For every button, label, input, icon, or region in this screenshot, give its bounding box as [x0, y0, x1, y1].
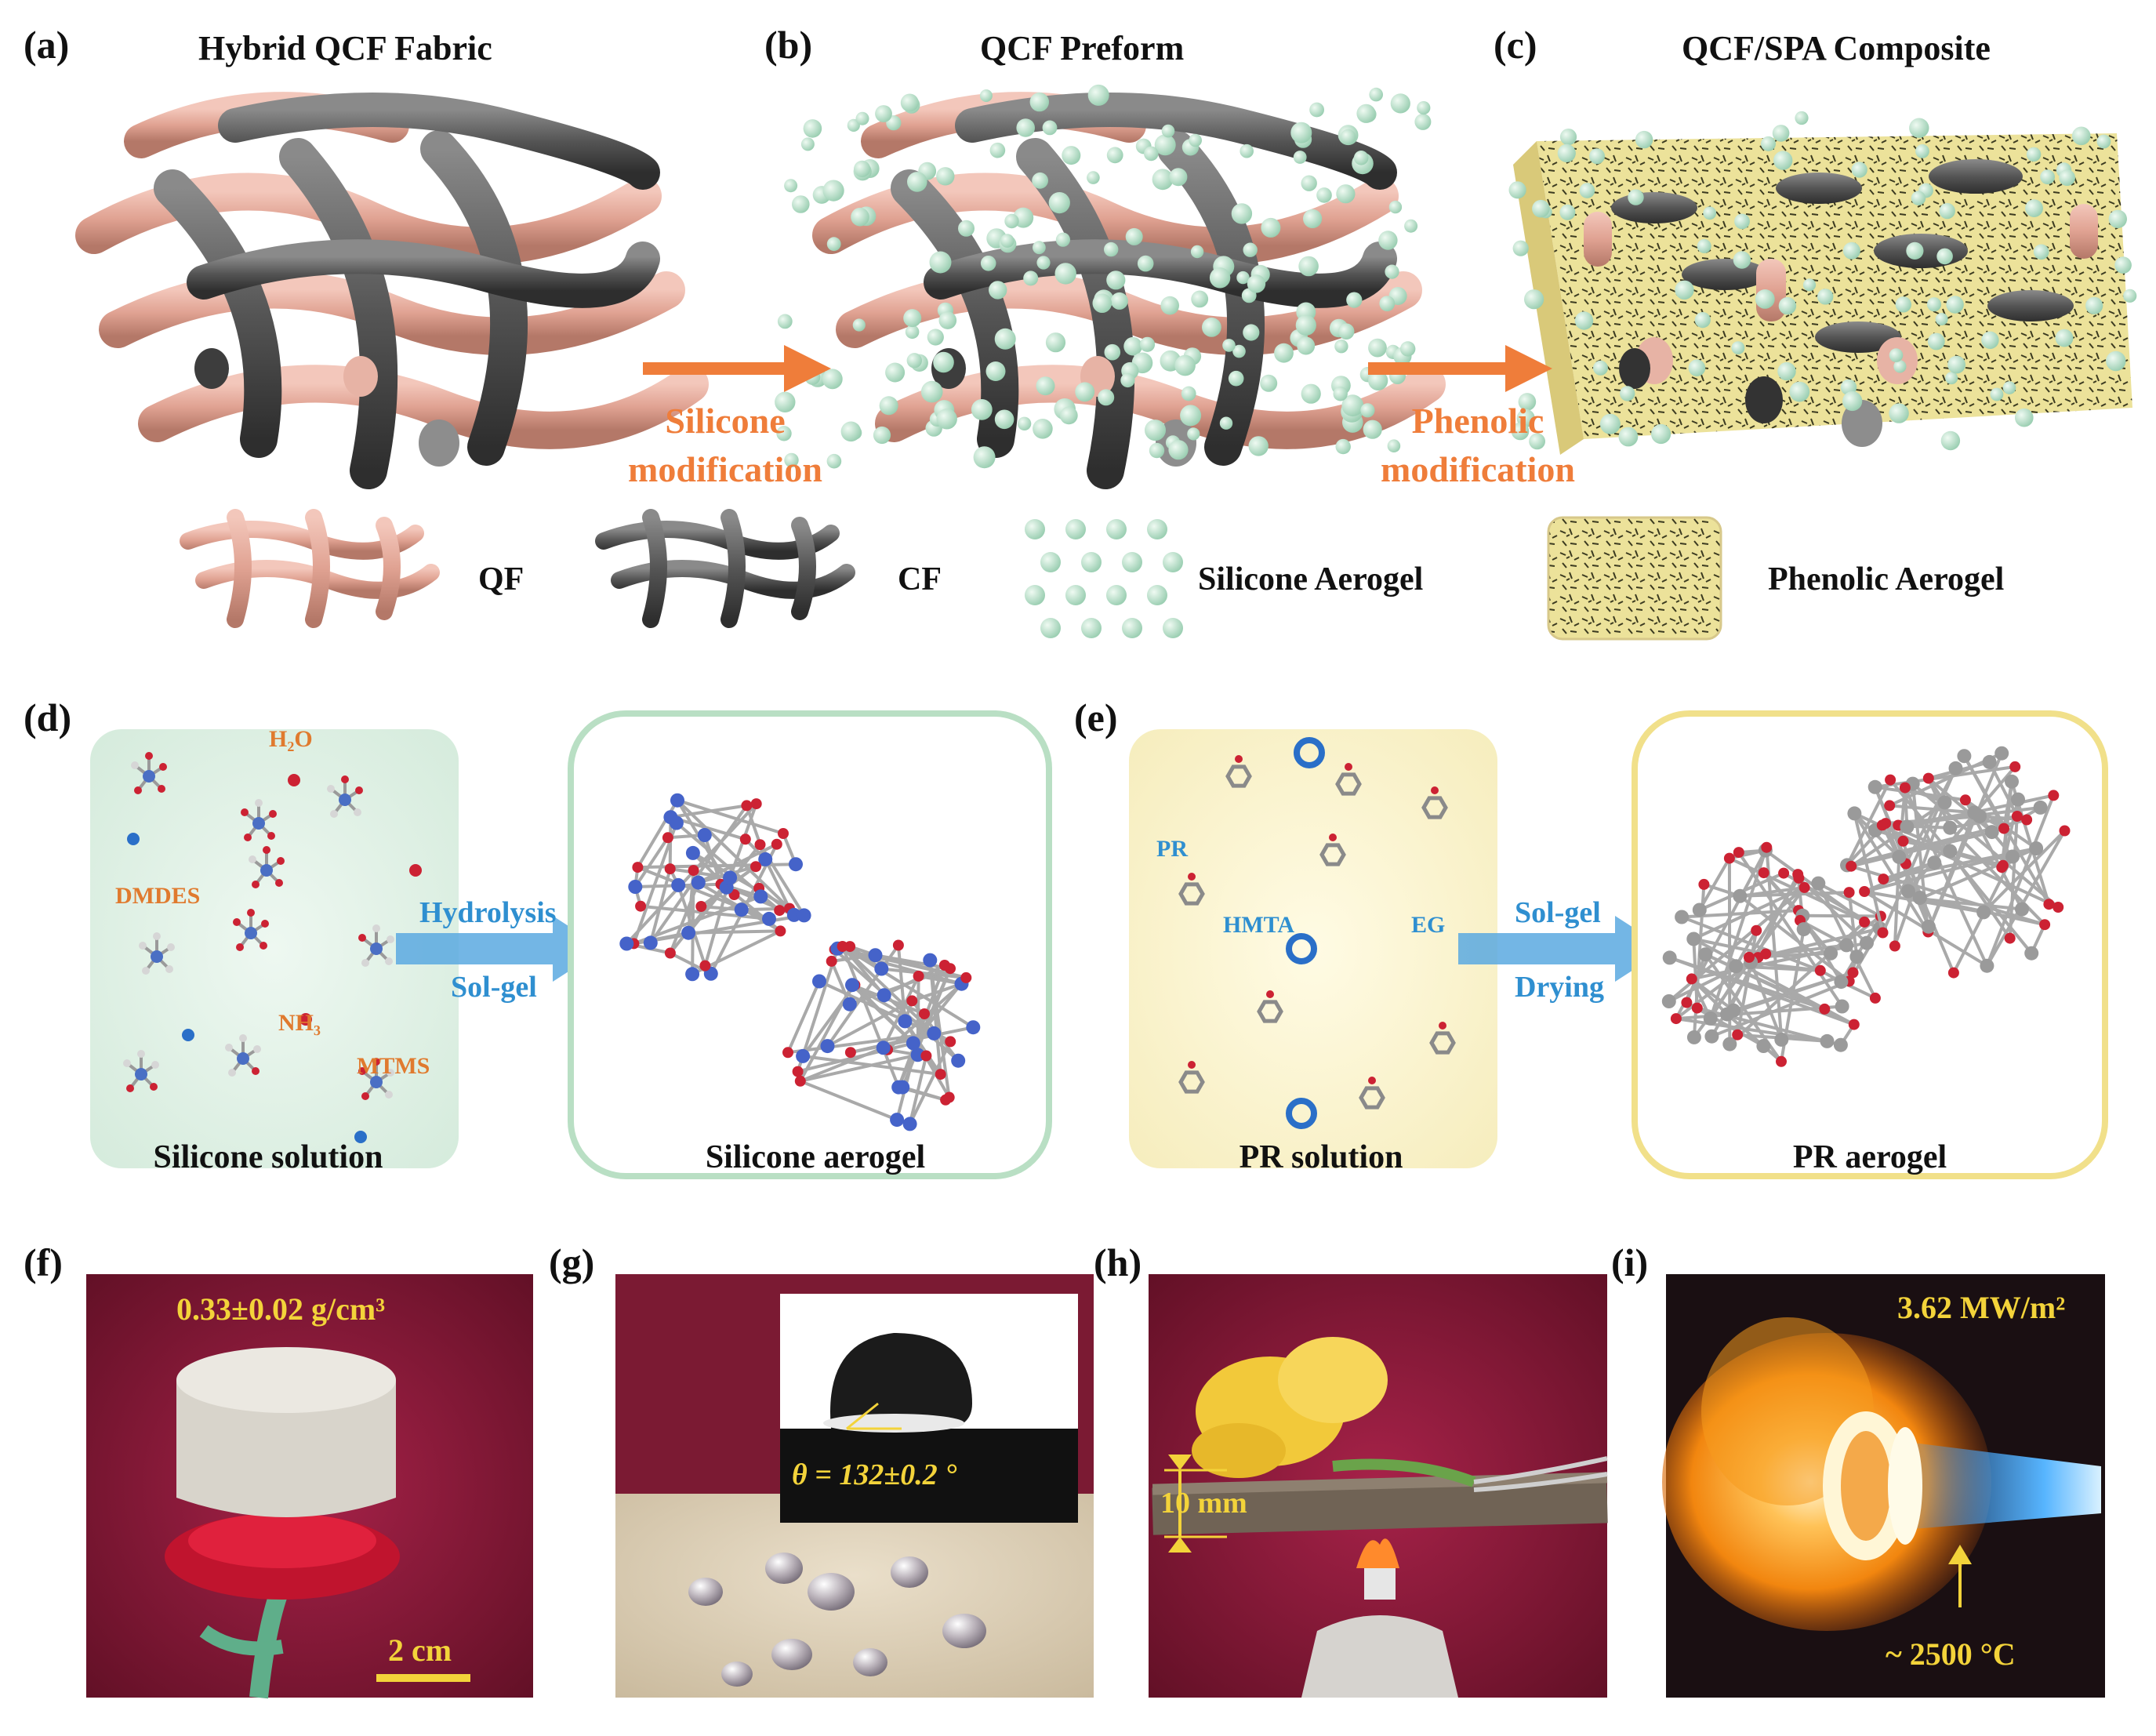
panel-label-i: (i) — [1611, 1240, 1649, 1284]
legend-cf-label: CF — [898, 561, 942, 597]
silicone-step-line-1: Silicone — [665, 401, 786, 441]
panel-title-b: QCF Preform — [980, 29, 1185, 67]
composite-illustration — [1508, 111, 2137, 455]
panel-label-d: (d) — [24, 695, 72, 739]
hybrid-fabric-illustration — [75, 92, 709, 489]
reagent-eg: EG — [1411, 912, 1446, 938]
photo-rose-insulation — [1149, 1274, 1608, 1698]
phenolic-step-line-1: Phenolic — [1411, 401, 1544, 441]
phenolic-step-label: Phenolic modification — [1381, 397, 1575, 494]
scale-bar-label: 2 cm — [388, 1632, 452, 1668]
caption-pr-solution: PR solution — [1239, 1139, 1403, 1175]
legend-qf-swatch — [180, 509, 440, 628]
silicone-step-arrow — [643, 345, 831, 392]
reagent-dmdes: DMDES — [115, 883, 201, 909]
process-hydrolysis: Hydrolysis — [419, 896, 557, 929]
panel-label-f: (f) — [24, 1240, 63, 1284]
panel-title-c: QCF/SPA Composite — [1682, 29, 1991, 67]
panel-label-b: (b) — [764, 23, 813, 67]
photo-contact-angle — [615, 1274, 1094, 1698]
reagent-h2o: H₂O — [269, 726, 313, 752]
panel-label-e: (e) — [1074, 695, 1118, 739]
panel-title-a: Hybrid QCF Fabric — [198, 29, 492, 67]
phenolic-step-line-2: modification — [1381, 449, 1575, 490]
panel-label-c: (c) — [1494, 23, 1537, 67]
contact-angle-annotation: θ = 132±0.2 ° — [792, 1458, 957, 1491]
phenolic-step-arrow — [1368, 345, 1552, 392]
panel-label-h: (h) — [1094, 1240, 1142, 1284]
reagent-mtms: MTMS — [357, 1053, 430, 1079]
legend-cf-swatch — [595, 509, 855, 628]
legend-silicone-swatch — [1025, 519, 1183, 638]
caption-silicone-aerogel: Silicone aerogel — [705, 1139, 926, 1175]
thickness-annotation: 10 mm — [1160, 1487, 1247, 1520]
silicone-step-line-2: modification — [628, 449, 822, 490]
panel-label-a: (a) — [24, 23, 70, 67]
flame-temperature-annotation: ~ 2500 °C — [1886, 1636, 2016, 1672]
silicone-step-label: Silicone modification — [628, 397, 822, 494]
reagent-hmta: HMTA — [1223, 912, 1295, 938]
legend-silicone-label: Silicone Aerogel — [1198, 561, 1424, 597]
caption-silicone-solution: Silicone solution — [153, 1139, 383, 1175]
legend-phenolic-swatch — [1547, 516, 1722, 641]
photo-density-sample — [86, 1274, 533, 1699]
hydrolysis-arrow — [396, 916, 604, 982]
preform-illustration — [775, 84, 1431, 470]
sol-gel-arrow — [1458, 916, 1666, 982]
caption-pr-aerogel: PR aerogel — [1792, 1139, 1947, 1175]
legend-qf-label: QF — [478, 561, 524, 597]
legend-phenolic-label: Phenolic Aerogel — [1768, 561, 2005, 597]
reagent-pr: PR — [1156, 836, 1188, 862]
silicone-solution-box — [90, 729, 459, 1168]
panel-label-g: (g) — [549, 1240, 595, 1284]
process-sol-gel-e: Sol-gel — [1515, 896, 1601, 929]
silicone-aerogel-box — [568, 710, 1052, 1179]
heat-flux-annotation: 3.62 MW/m² — [1897, 1290, 2066, 1325]
density-annotation: 0.33±0.02 g/cm³ — [176, 1291, 386, 1327]
photo-flame-test — [1662, 1274, 2105, 1698]
process-drying: Drying — [1515, 971, 1604, 1004]
reagent-nh3: NH₃ — [278, 1010, 321, 1036]
process-sol-gel-d: Sol-gel — [451, 971, 537, 1004]
